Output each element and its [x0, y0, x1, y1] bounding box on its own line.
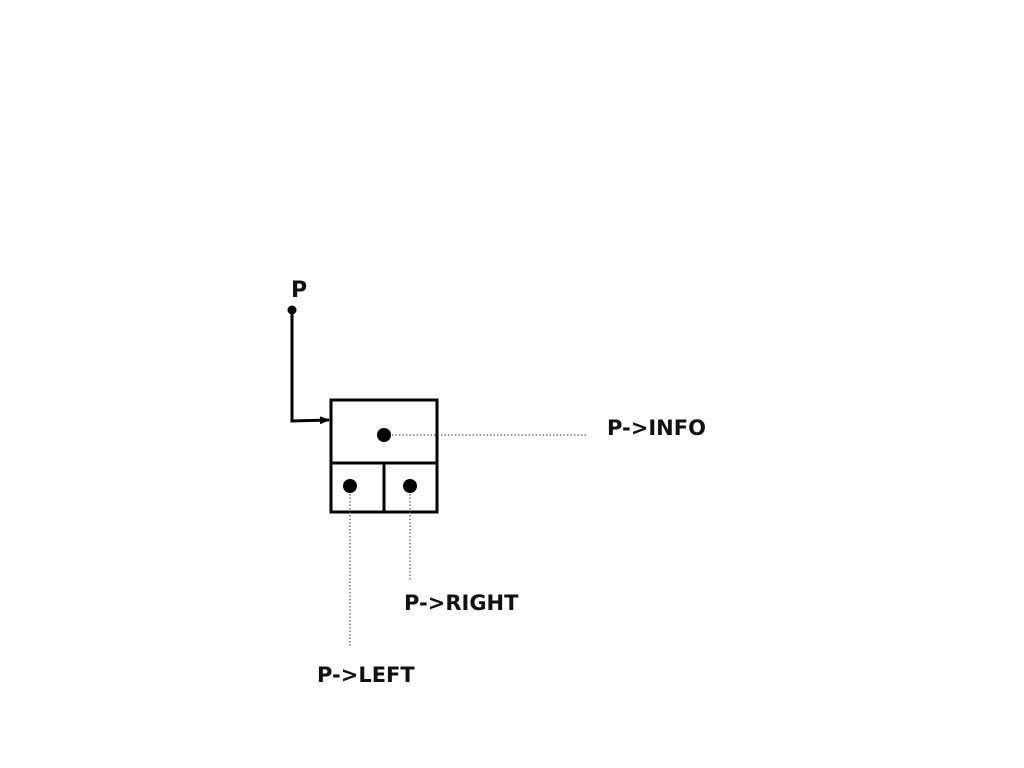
tree-node — [329, 398, 439, 514]
pointer-p-label: P — [291, 278, 307, 303]
info-dot — [377, 428, 391, 442]
left-dot — [343, 479, 357, 493]
right-dot — [403, 479, 417, 493]
left-field-label: P->LEFT — [317, 663, 415, 687]
right-field-label: P->RIGHT — [404, 591, 519, 615]
node-left-cell — [329, 461, 386, 514]
pointer-p-arrow — [290, 310, 330, 425]
info-field-label: P->INFO — [607, 416, 706, 440]
